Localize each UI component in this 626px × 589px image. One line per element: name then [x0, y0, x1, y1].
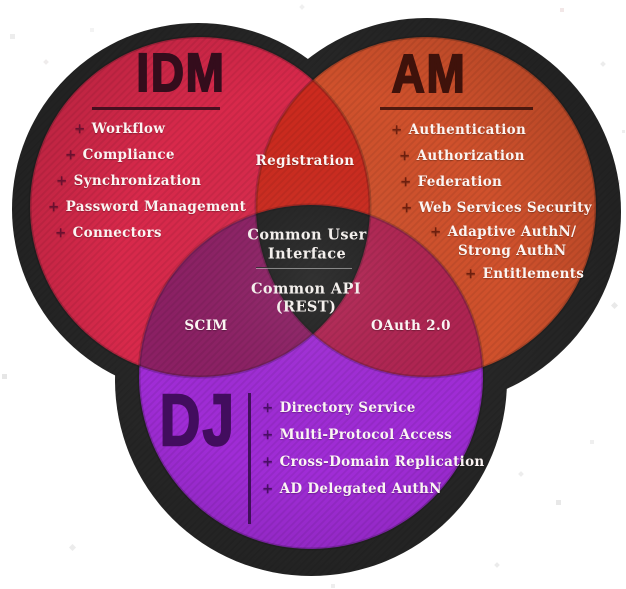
list-item: + Adaptive AuthN/	[375, 223, 592, 242]
idm-feature-list: + Workflow + Compliance + Synchronization +…	[40, 116, 246, 246]
list-item: + Password Management	[40, 194, 246, 220]
list-item-label: Compliance	[82, 147, 175, 163]
list-item-label: Entitlements	[482, 266, 585, 282]
list-item: + Connectors	[40, 220, 246, 246]
plus-bullet: +	[55, 225, 67, 241]
dj-title-divider-line	[248, 393, 251, 524]
plus-bullet: +	[262, 400, 274, 416]
list-item-label: Synchronization	[73, 173, 202, 189]
list-item: + Synchronization	[40, 168, 246, 194]
list-item-label: Web Services Security	[418, 200, 592, 216]
am-dj-overlap-label: OAuth 2.0	[371, 318, 451, 334]
list-item-label: Strong AuthN	[458, 243, 567, 259]
plus-bullet: +	[262, 454, 274, 470]
list-item: + Workflow	[40, 116, 246, 142]
list-item-continuation: Strong AuthN	[375, 242, 592, 261]
idm-am-overlap-label: Registration	[255, 153, 355, 169]
plus-bullet: +	[465, 266, 477, 282]
idm-circle-title: IDM	[136, 43, 226, 103]
plus-bullet: +	[401, 200, 413, 216]
plus-bullet: +	[400, 174, 412, 190]
plus-bullet: +	[65, 147, 77, 163]
center-label-interface: Interface	[267, 245, 347, 263]
list-item-label: Cross-Domain Replication	[279, 454, 485, 470]
speck	[560, 8, 564, 12]
center-label-common-api: Common API	[250, 280, 362, 298]
plus-bullet: +	[430, 224, 442, 240]
speck	[10, 34, 15, 39]
plus-bullet: +	[48, 199, 60, 215]
list-item: + Authorization	[375, 143, 592, 169]
speck	[556, 500, 561, 505]
plus-bullet: +	[74, 121, 86, 137]
list-item-label: Adaptive AuthN/	[447, 224, 577, 240]
list-item-label: AD Delegated AuthN	[279, 481, 442, 497]
list-item: + AD Delegated AuthN	[262, 476, 485, 503]
am-title-underline	[380, 107, 533, 110]
list-item-label: Workflow	[91, 121, 166, 137]
list-item: + Cross-Domain Replication	[262, 449, 485, 476]
list-item-label: Directory Service	[279, 400, 416, 416]
list-item-label: Connectors	[72, 225, 162, 241]
idm-title-underline	[92, 107, 220, 110]
plus-bullet: +	[399, 148, 411, 164]
speck	[331, 584, 335, 588]
plus-bullet: +	[391, 122, 403, 138]
list-item: + Authentication	[375, 117, 592, 143]
speck	[2, 374, 7, 379]
speck	[590, 440, 594, 444]
idm-dj-overlap-label: SCIM	[184, 318, 228, 334]
speck	[90, 28, 94, 32]
list-item: + Compliance	[40, 142, 246, 168]
list-item: + Directory Service	[262, 395, 485, 422]
speck	[622, 130, 625, 133]
plus-bullet: +	[262, 481, 274, 497]
am-feature-list: +Authentication +Authorization +Federati…	[375, 117, 592, 287]
dj-feature-list: + Directory Service + Multi-Protocol Acces…	[262, 395, 485, 503]
plus-bullet: +	[262, 427, 274, 443]
list-item-label: Federation	[417, 174, 503, 190]
list-item-label: Multi-Protocol Access	[279, 427, 453, 443]
list-item: + Entitlements	[375, 261, 592, 287]
list-item-label: Password Management	[65, 199, 247, 215]
dj-circle-title: DJ	[159, 381, 237, 461]
list-item: + Multi-Protocol Access	[262, 422, 485, 449]
center-label-common-user: Common User	[247, 226, 367, 244]
am-circle-title: AM	[391, 44, 467, 104]
list-item: + Federation	[375, 169, 592, 195]
list-item-label: Authentication	[408, 122, 527, 138]
list-item-label: Authorization	[416, 148, 525, 164]
center-label-rest: (REST)	[275, 298, 337, 316]
list-item: + Web Services Security	[375, 195, 592, 221]
center-divider-line	[256, 267, 352, 269]
plus-bullet: +	[56, 173, 68, 189]
